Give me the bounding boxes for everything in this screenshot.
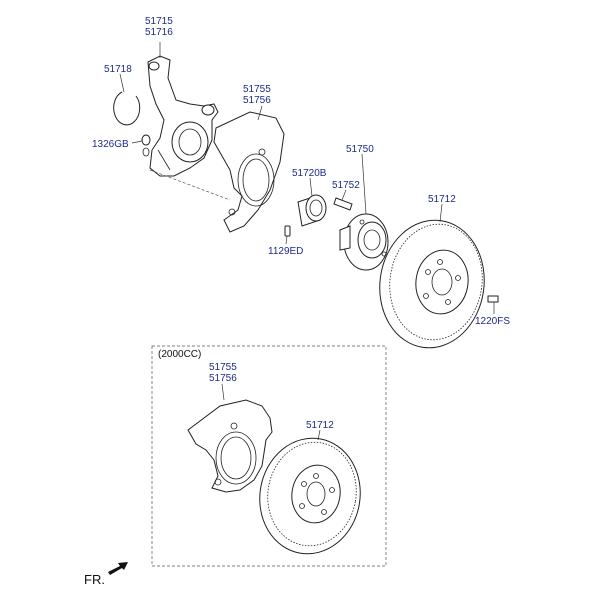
screw-1129ed bbox=[284, 225, 291, 237]
dust-shield-alt bbox=[187, 399, 273, 493]
label-front: FR. bbox=[84, 572, 105, 587]
label-nut: 1326GB bbox=[92, 139, 129, 150]
variant-box: (2000CC) 51755 51756 51712 bbox=[151, 345, 387, 567]
label-shield-alt-a: 51755 bbox=[209, 362, 237, 373]
label-shield-a: 51755 bbox=[243, 84, 271, 95]
brake-disc-alt bbox=[259, 437, 361, 555]
hub-bolt bbox=[333, 197, 353, 211]
nut bbox=[141, 134, 151, 157]
label-hub: 51750 bbox=[346, 144, 374, 155]
label-shield-b: 51756 bbox=[243, 95, 271, 106]
dust-shield bbox=[213, 111, 285, 233]
screw-1220fs bbox=[487, 295, 499, 303]
wheel-hub bbox=[339, 213, 389, 271]
label-hub-bolt: 51752 bbox=[332, 180, 360, 191]
steering-knuckle bbox=[147, 55, 219, 177]
leader-lines bbox=[119, 42, 495, 314]
label-knuckle-b: 51716 bbox=[145, 27, 173, 38]
brake-disc bbox=[379, 219, 485, 349]
label-screw-hub: 1129ED bbox=[268, 246, 303, 257]
label-disc: 51712 bbox=[428, 194, 456, 205]
wheel-bearing bbox=[297, 194, 327, 227]
label-screw-disc: 1220FS bbox=[475, 316, 510, 327]
label-variant: (2000CC) bbox=[158, 349, 201, 360]
front-arrow-icon bbox=[108, 562, 128, 575]
label-bearing: 51720B bbox=[292, 168, 327, 179]
label-disc-alt: 51712 bbox=[306, 420, 334, 431]
snap-ring bbox=[113, 91, 141, 126]
label-shield-alt-b: 51756 bbox=[209, 373, 237, 384]
alignment-line bbox=[149, 169, 231, 201]
label-snap-ring: 51718 bbox=[104, 64, 132, 75]
label-knuckle-a: 51715 bbox=[145, 16, 173, 27]
front-indicator: FR. bbox=[84, 562, 128, 587]
